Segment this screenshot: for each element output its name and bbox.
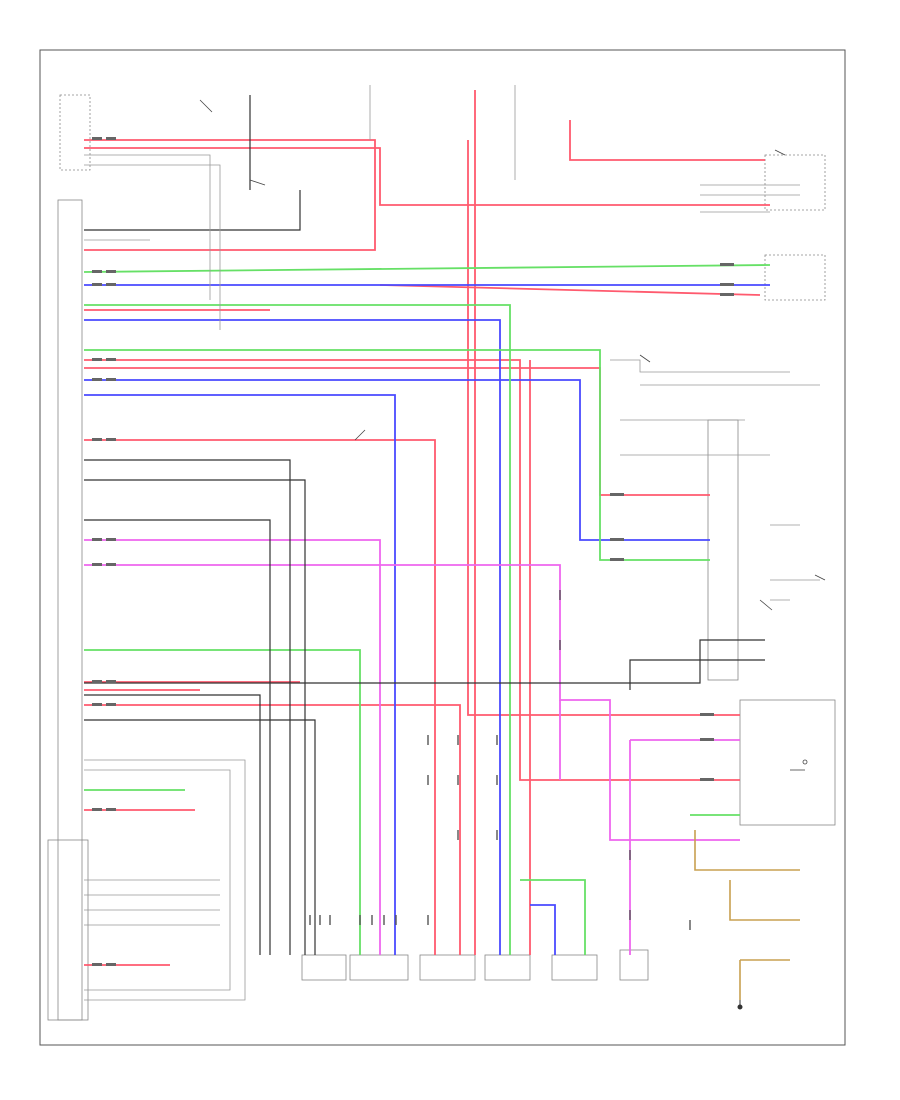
upper-right-component <box>764 154 826 211</box>
diagram-border <box>39 49 846 1046</box>
bottom-component-1 <box>301 954 347 981</box>
connector-ticks <box>309 590 691 930</box>
main-ecu-connector <box>57 199 83 1021</box>
wire-group-magenta <box>84 539 740 955</box>
bottom-component-6 <box>619 949 649 981</box>
wire-group-tan <box>694 830 800 1000</box>
pin-marks <box>92 137 734 966</box>
right-junction-component <box>764 254 826 301</box>
ground-symbol <box>737 1000 743 1010</box>
wire-group-grey <box>84 85 820 1001</box>
bottom-component-5 <box>551 954 598 981</box>
wire-group-black <box>84 95 765 955</box>
wire-group-blue <box>84 284 770 955</box>
lower-right-component <box>739 699 836 826</box>
top-left-relay-box <box>59 94 91 171</box>
switch-symbols <box>199 99 826 771</box>
bottom-component-4 <box>484 954 531 981</box>
wire-group-green <box>83 264 771 955</box>
right-junction-block <box>707 419 739 681</box>
bottom-component-3 <box>419 954 476 981</box>
bottom-component-2 <box>349 954 409 981</box>
lower-ecu-connector <box>47 839 89 1021</box>
wire-group-red <box>84 90 770 966</box>
